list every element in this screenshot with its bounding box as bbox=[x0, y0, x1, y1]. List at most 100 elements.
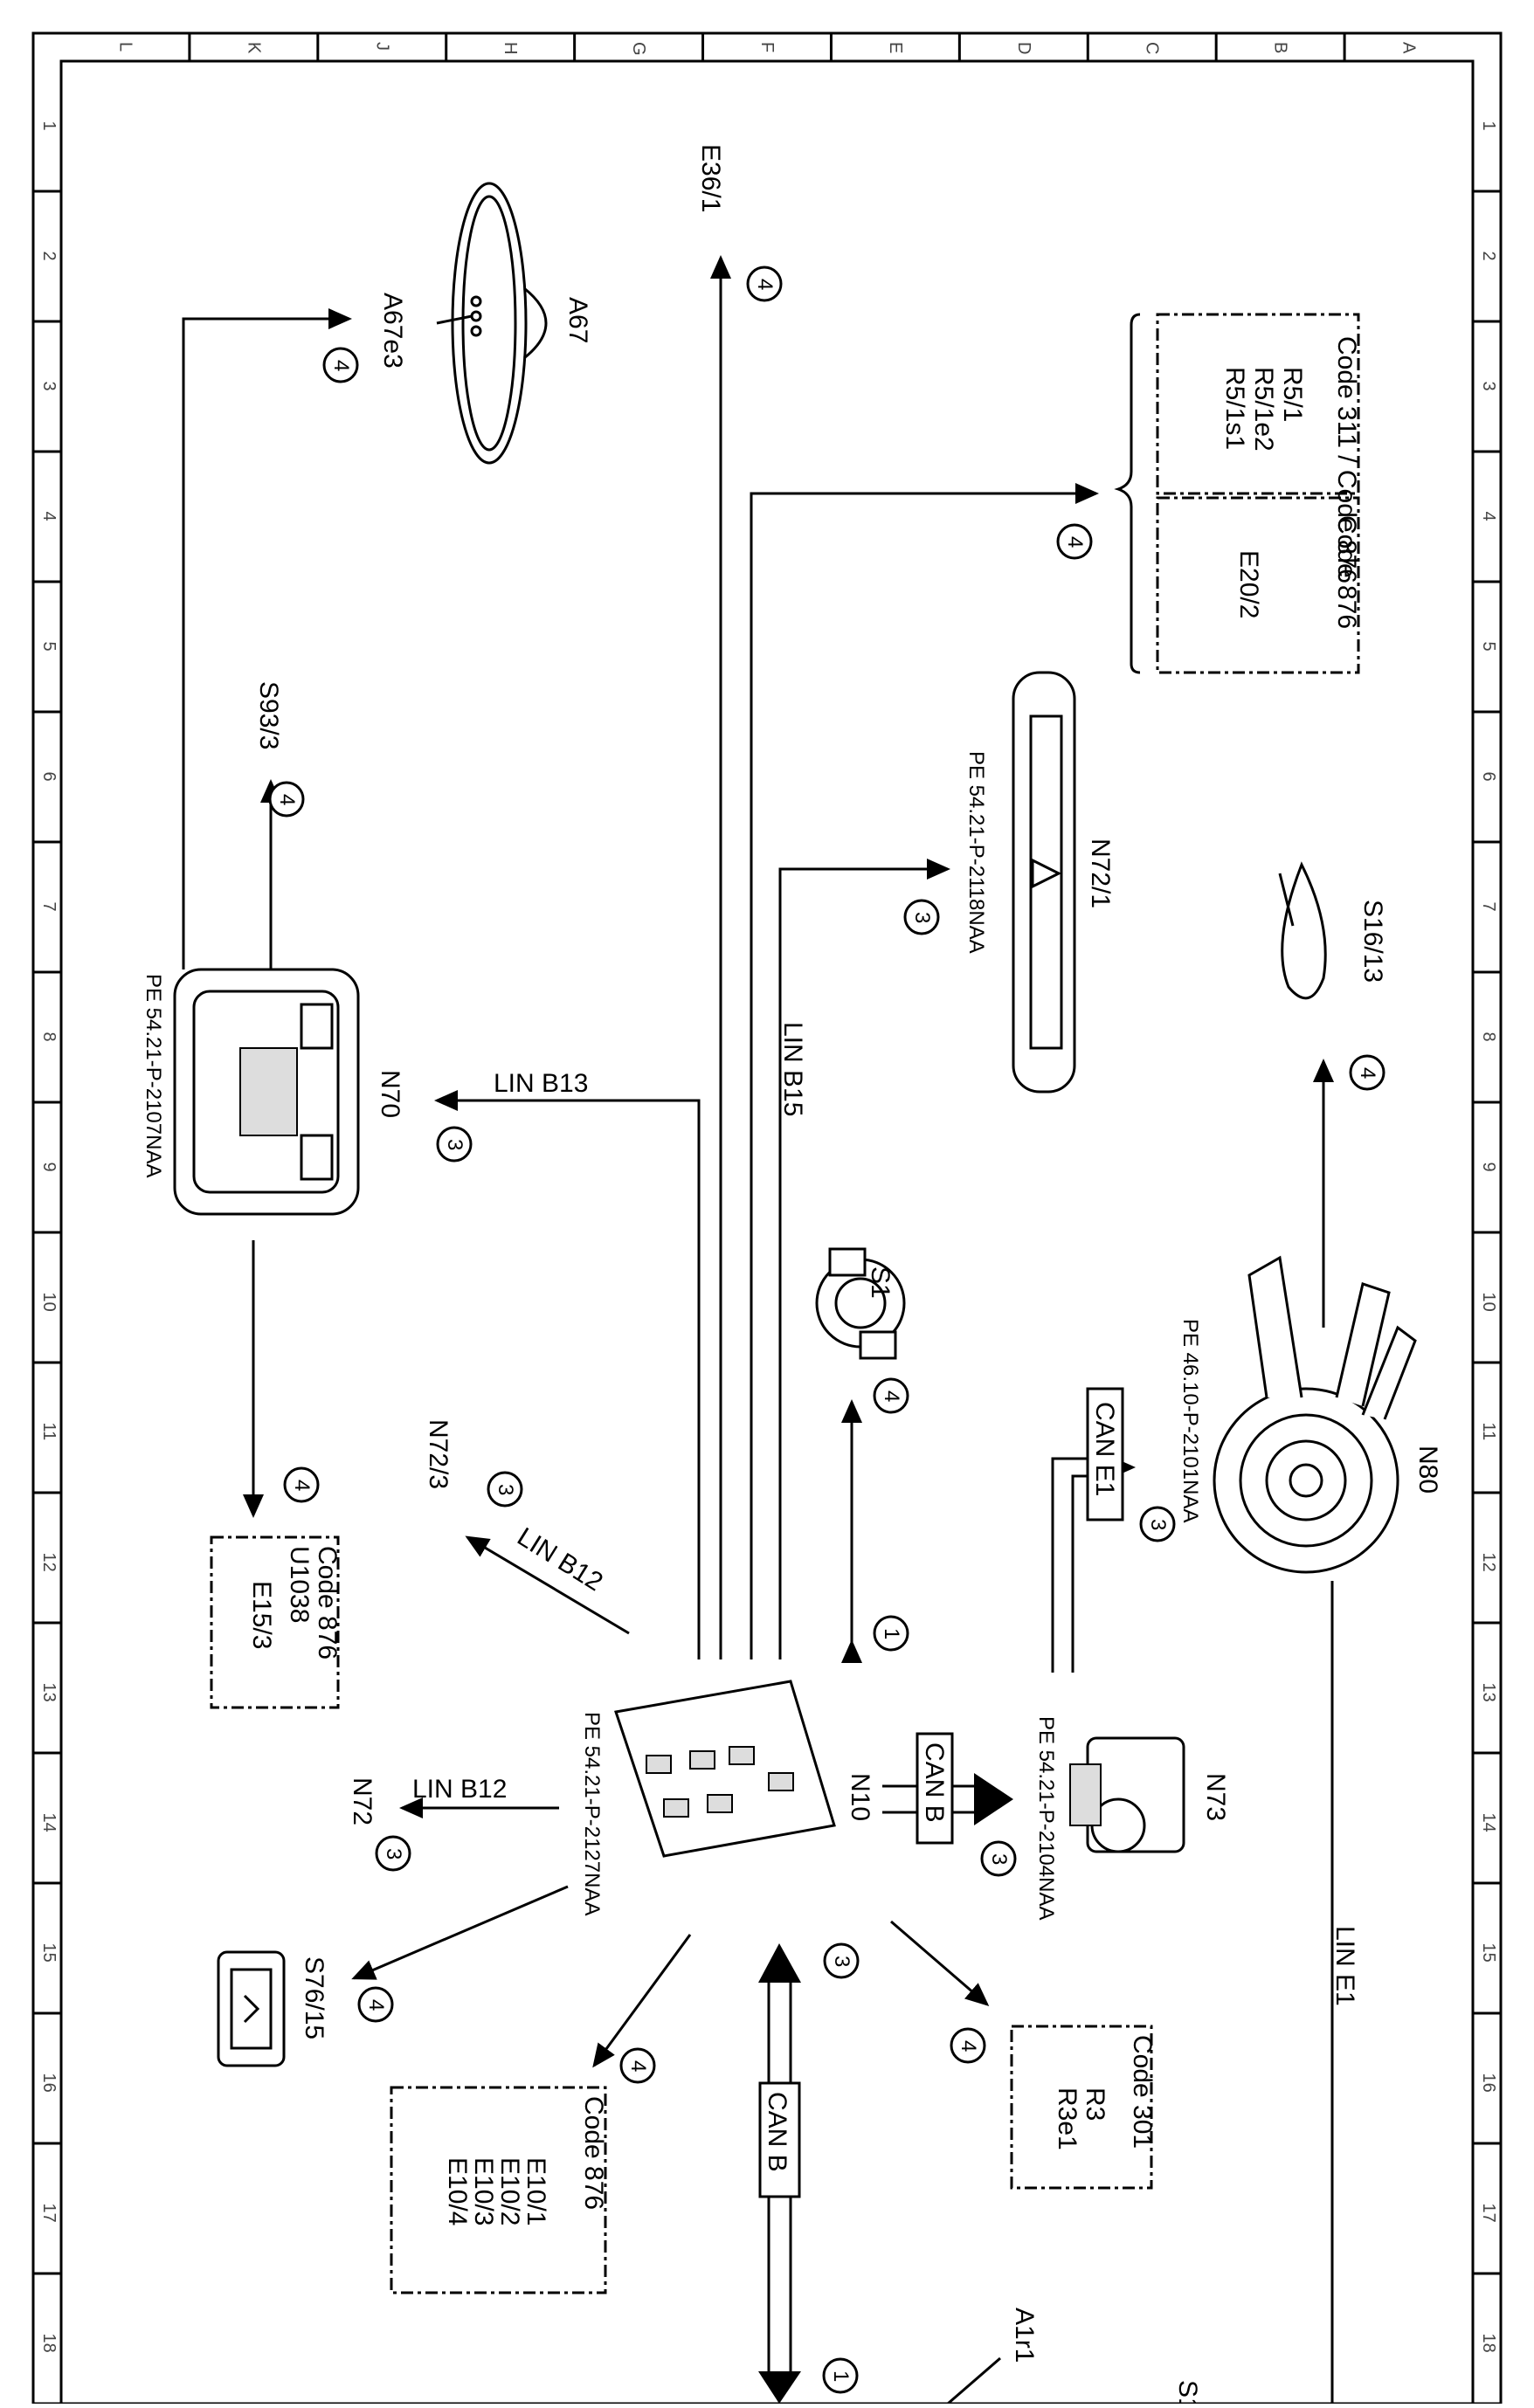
n72-1-ref: PE 54.21-P-2118NAA bbox=[964, 751, 988, 954]
marker-number: 3 bbox=[1146, 1519, 1170, 1530]
r3e1-label: R3e1 bbox=[1053, 2087, 1081, 2150]
s1-ignition-switch bbox=[815, 1247, 906, 1360]
e10-4-label: E10/4 bbox=[443, 2157, 472, 2225]
e36-1-label: E36/1 bbox=[696, 144, 725, 212]
marker-number: 3 bbox=[830, 1956, 853, 1967]
marker-circle bbox=[903, 899, 940, 935]
marker-circle bbox=[1139, 1506, 1176, 1542]
marker-number: 3 bbox=[910, 912, 934, 923]
can-b-main-label-box bbox=[758, 2081, 801, 2198]
r5-1e2-label: R5/1e2 bbox=[1249, 367, 1278, 452]
grid-number: 12 bbox=[39, 1553, 59, 1572]
marker-circle bbox=[823, 1942, 860, 1979]
a67-label: A67 bbox=[563, 297, 592, 343]
code-876-u1038-box bbox=[210, 1535, 340, 1709]
s1-label: S1 bbox=[866, 1266, 895, 1299]
code-301-code: Code 301 bbox=[1128, 2035, 1157, 2149]
r3-label: R3 bbox=[1081, 2087, 1109, 2121]
code-311-876-box bbox=[1114, 313, 1360, 674]
marker-number: 4 bbox=[880, 1390, 903, 1402]
marker-number: 3 bbox=[987, 1853, 1011, 1865]
grid-letter: B bbox=[1271, 42, 1290, 53]
grid-number: 11 bbox=[39, 1423, 59, 1441]
grid-number: 11 bbox=[1479, 1423, 1498, 1441]
s16-13-switch bbox=[1278, 861, 1327, 1000]
e10-2-label: E10/2 bbox=[495, 2157, 524, 2225]
grid-letter: C bbox=[1143, 42, 1162, 54]
grid-number: 9 bbox=[1479, 1163, 1498, 1172]
grid-number: 8 bbox=[1479, 1032, 1498, 1042]
grid-number: 6 bbox=[1479, 772, 1498, 782]
grid-number: 14 bbox=[1479, 1813, 1498, 1832]
code-311-876-code: Code 311 / Code 876 bbox=[1332, 336, 1361, 583]
marker-circle bbox=[619, 2047, 656, 2084]
marker-circle bbox=[873, 1615, 909, 1652]
marker-number: 4 bbox=[329, 360, 353, 371]
n10-ref: PE 54.21-P-2127NAA bbox=[580, 1712, 604, 1915]
s16-13-label: S16/13 bbox=[1358, 900, 1387, 983]
grid-number: 1 bbox=[1479, 121, 1498, 131]
grid-number: 7 bbox=[39, 902, 59, 912]
lin-b12-label: LIN B12 bbox=[412, 1775, 507, 1804]
grid-letter: A bbox=[1399, 42, 1419, 54]
code-876-u1038-code: Code 876 bbox=[313, 1546, 342, 1659]
lin-b12-diagonal-label: LIN B12 bbox=[512, 1522, 607, 1597]
grid-number: 18 bbox=[1479, 2334, 1498, 2353]
can-b-n73-label-box bbox=[916, 1732, 954, 1845]
grid-number: 18 bbox=[39, 2334, 59, 2353]
n70-label: N70 bbox=[376, 1070, 404, 1118]
e10-3-label: E10/3 bbox=[469, 2157, 498, 2225]
marker-number: 3 bbox=[382, 1848, 405, 1859]
marker-number: 3 bbox=[443, 1139, 466, 1150]
marker-number: 4 bbox=[364, 1999, 388, 2011]
grid-number: 13 bbox=[39, 1683, 59, 1702]
marker-circle bbox=[436, 1126, 473, 1163]
s76-15-switch bbox=[217, 1950, 286, 2067]
s76-15-label: S76/15 bbox=[300, 1956, 328, 2039]
grid-number: 1 bbox=[39, 121, 59, 131]
marker-circle bbox=[1056, 523, 1093, 560]
marker-circle bbox=[950, 2027, 986, 2064]
marker-circle bbox=[980, 1840, 1017, 1877]
grid-letter: J bbox=[372, 42, 391, 51]
marker-circle bbox=[873, 1377, 909, 1414]
grid-number: 17 bbox=[39, 2204, 59, 2223]
grid-number: 3 bbox=[1479, 382, 1498, 391]
n73-electronic-ignition-switch bbox=[1069, 1736, 1185, 1853]
marker-circle bbox=[375, 1835, 411, 1872]
grid-number: 2 bbox=[39, 252, 59, 261]
grid-letter: D bbox=[1014, 42, 1033, 54]
grid-number: 13 bbox=[1479, 1683, 1498, 1702]
can-b-n73-label: CAN B bbox=[920, 1742, 949, 1823]
grid-number: 16 bbox=[1479, 2073, 1498, 2093]
grid-letter: L bbox=[115, 42, 135, 52]
grid-number: 17 bbox=[1479, 2204, 1498, 2223]
marker-circle bbox=[322, 347, 359, 383]
n73-label: N73 bbox=[1201, 1773, 1230, 1821]
grid-letter: E bbox=[886, 42, 905, 53]
e20-2-label: E20/2 bbox=[1234, 550, 1263, 618]
n10-sam-control-unit bbox=[614, 1680, 836, 1858]
grid-letter: K bbox=[244, 42, 263, 54]
n72-1-label: N72/1 bbox=[1086, 838, 1115, 908]
s93-3-label: S93/3 bbox=[254, 681, 283, 749]
marker-number: 4 bbox=[753, 279, 777, 290]
marker-number: 4 bbox=[290, 1480, 314, 1491]
marker-number: 4 bbox=[275, 794, 299, 805]
grid-number: 6 bbox=[39, 772, 59, 782]
e15-3-label: E15/3 bbox=[247, 1581, 276, 1649]
grid-number: 15 bbox=[39, 1943, 59, 1963]
code-876-e10-code: Code 876 bbox=[579, 2096, 608, 2210]
grid-number: 15 bbox=[1479, 1943, 1498, 1963]
grid-number: 5 bbox=[1479, 642, 1498, 652]
can-e1-label-box bbox=[1086, 1387, 1124, 1521]
marker-circle bbox=[746, 266, 783, 302]
a1r1-label: A1r1 bbox=[1010, 2308, 1039, 2363]
marker-number: 4 bbox=[1356, 1067, 1379, 1079]
grid-number: 4 bbox=[1479, 512, 1498, 521]
marker-number: 4 bbox=[1063, 536, 1087, 548]
